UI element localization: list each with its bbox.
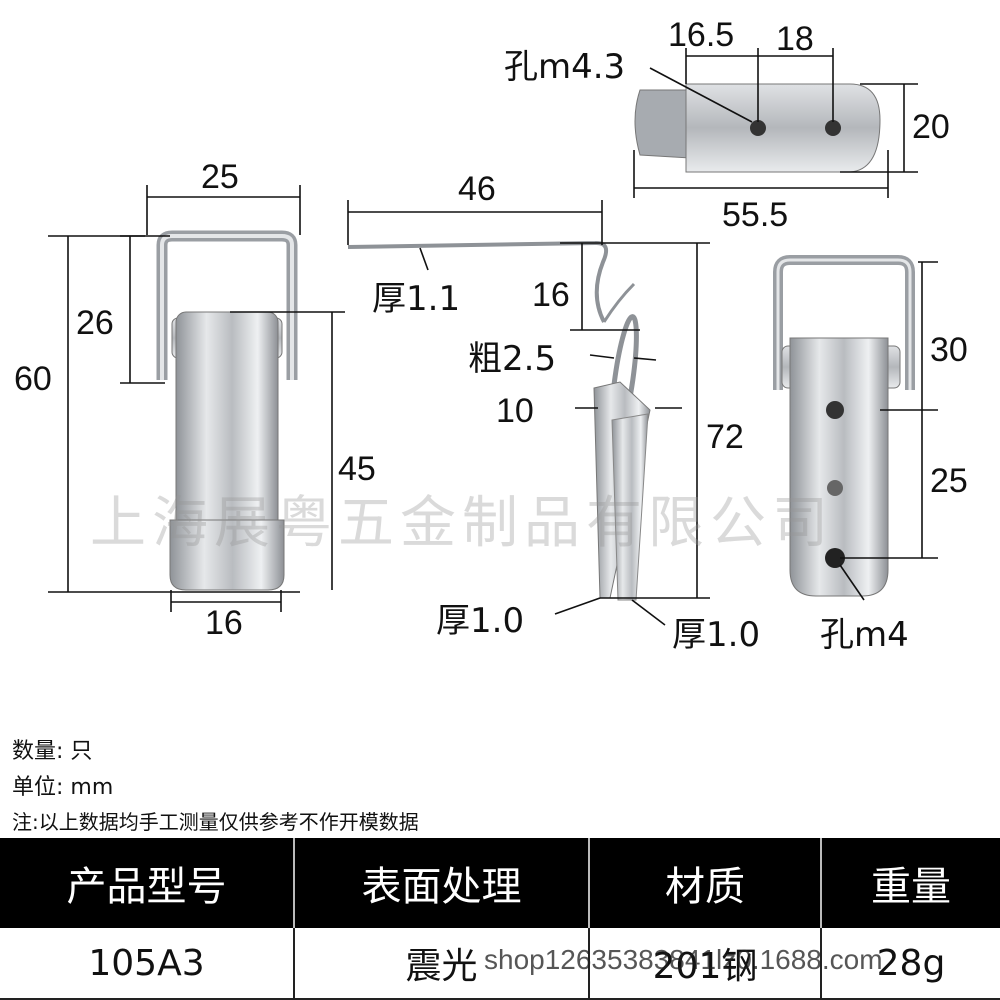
front-latch [156, 230, 298, 591]
back-dimension-lines [839, 261, 938, 601]
shop-url-watermark: shop12635383841lz0.1688.com [484, 944, 883, 975]
dim-side-thickness-bottom-left: 厚1.0 [436, 601, 525, 641]
dim-catch-spacing-b: 18 [776, 20, 814, 58]
dim-side-offset: 16 [532, 276, 570, 314]
dim-side-wire: 粗2.5 [468, 339, 557, 379]
table-row: 105A3 震光 201钢 28g [0, 928, 1000, 1000]
dim-back-hole: 孔m4 [820, 615, 909, 655]
catch-plate [634, 83, 881, 173]
dim-front-width-bottom: 16 [205, 604, 243, 642]
dim-side-length: 46 [458, 170, 496, 208]
cell-material: 201钢 [590, 928, 822, 998]
front-dimension-lines [48, 185, 345, 612]
catch-dimension-lines [633, 48, 918, 198]
dim-front-loop-height: 26 [76, 304, 114, 342]
cell-weight: 28g [876, 942, 946, 984]
dim-back-lower: 25 [930, 462, 968, 500]
dim-front-body-height: 45 [338, 450, 376, 488]
quantity-label: 数量: 只 [12, 739, 93, 764]
dim-back-upper: 30 [930, 331, 968, 369]
dim-side-gap: 10 [496, 392, 534, 430]
cell-surface-treatment: 震光 [295, 928, 590, 998]
dim-front-width-top: 25 [201, 158, 239, 196]
cell-model: 105A3 [0, 928, 295, 998]
drawing-svg [48, 48, 938, 626]
header-material: 材质 [590, 838, 822, 928]
dim-catch-hole: 孔m4.3 [504, 47, 626, 87]
measurement-note: 注:以上数据均手工测量仅供参考不作开模数据 [12, 810, 419, 834]
header-model: 产品型号 [0, 838, 295, 928]
dim-side-height: 72 [706, 418, 744, 456]
dim-front-height-total: 60 [14, 360, 52, 398]
side-dimension-lines [347, 200, 710, 626]
dim-catch-height: 20 [912, 108, 950, 146]
dim-catch-length: 55.5 [722, 196, 789, 234]
header-weight: 重量 [871, 864, 951, 910]
company-watermark: 上海展粤五金制品有限公司 [90, 491, 834, 556]
dim-catch-spacing-a: 16.5 [668, 16, 735, 54]
dim-side-thickness-bottom-right: 厚1.0 [672, 615, 761, 655]
unit-label: 单位: mm [12, 775, 114, 800]
technical-drawing: 25 60 26 45 16 46 厚1.1 16 粗2.5 10 72 厚1.… [14, 16, 968, 655]
back-latch [773, 255, 915, 597]
product-spec-table: 产品型号 表面处理 材质 重量 105A3 震光 201钢 28g [0, 838, 1000, 1000]
header-surface-treatment: 表面处理 [295, 838, 590, 928]
dim-side-thickness-top: 厚1.1 [372, 279, 461, 319]
table-header-row: 产品型号 表面处理 材质 重量 [0, 838, 1000, 928]
